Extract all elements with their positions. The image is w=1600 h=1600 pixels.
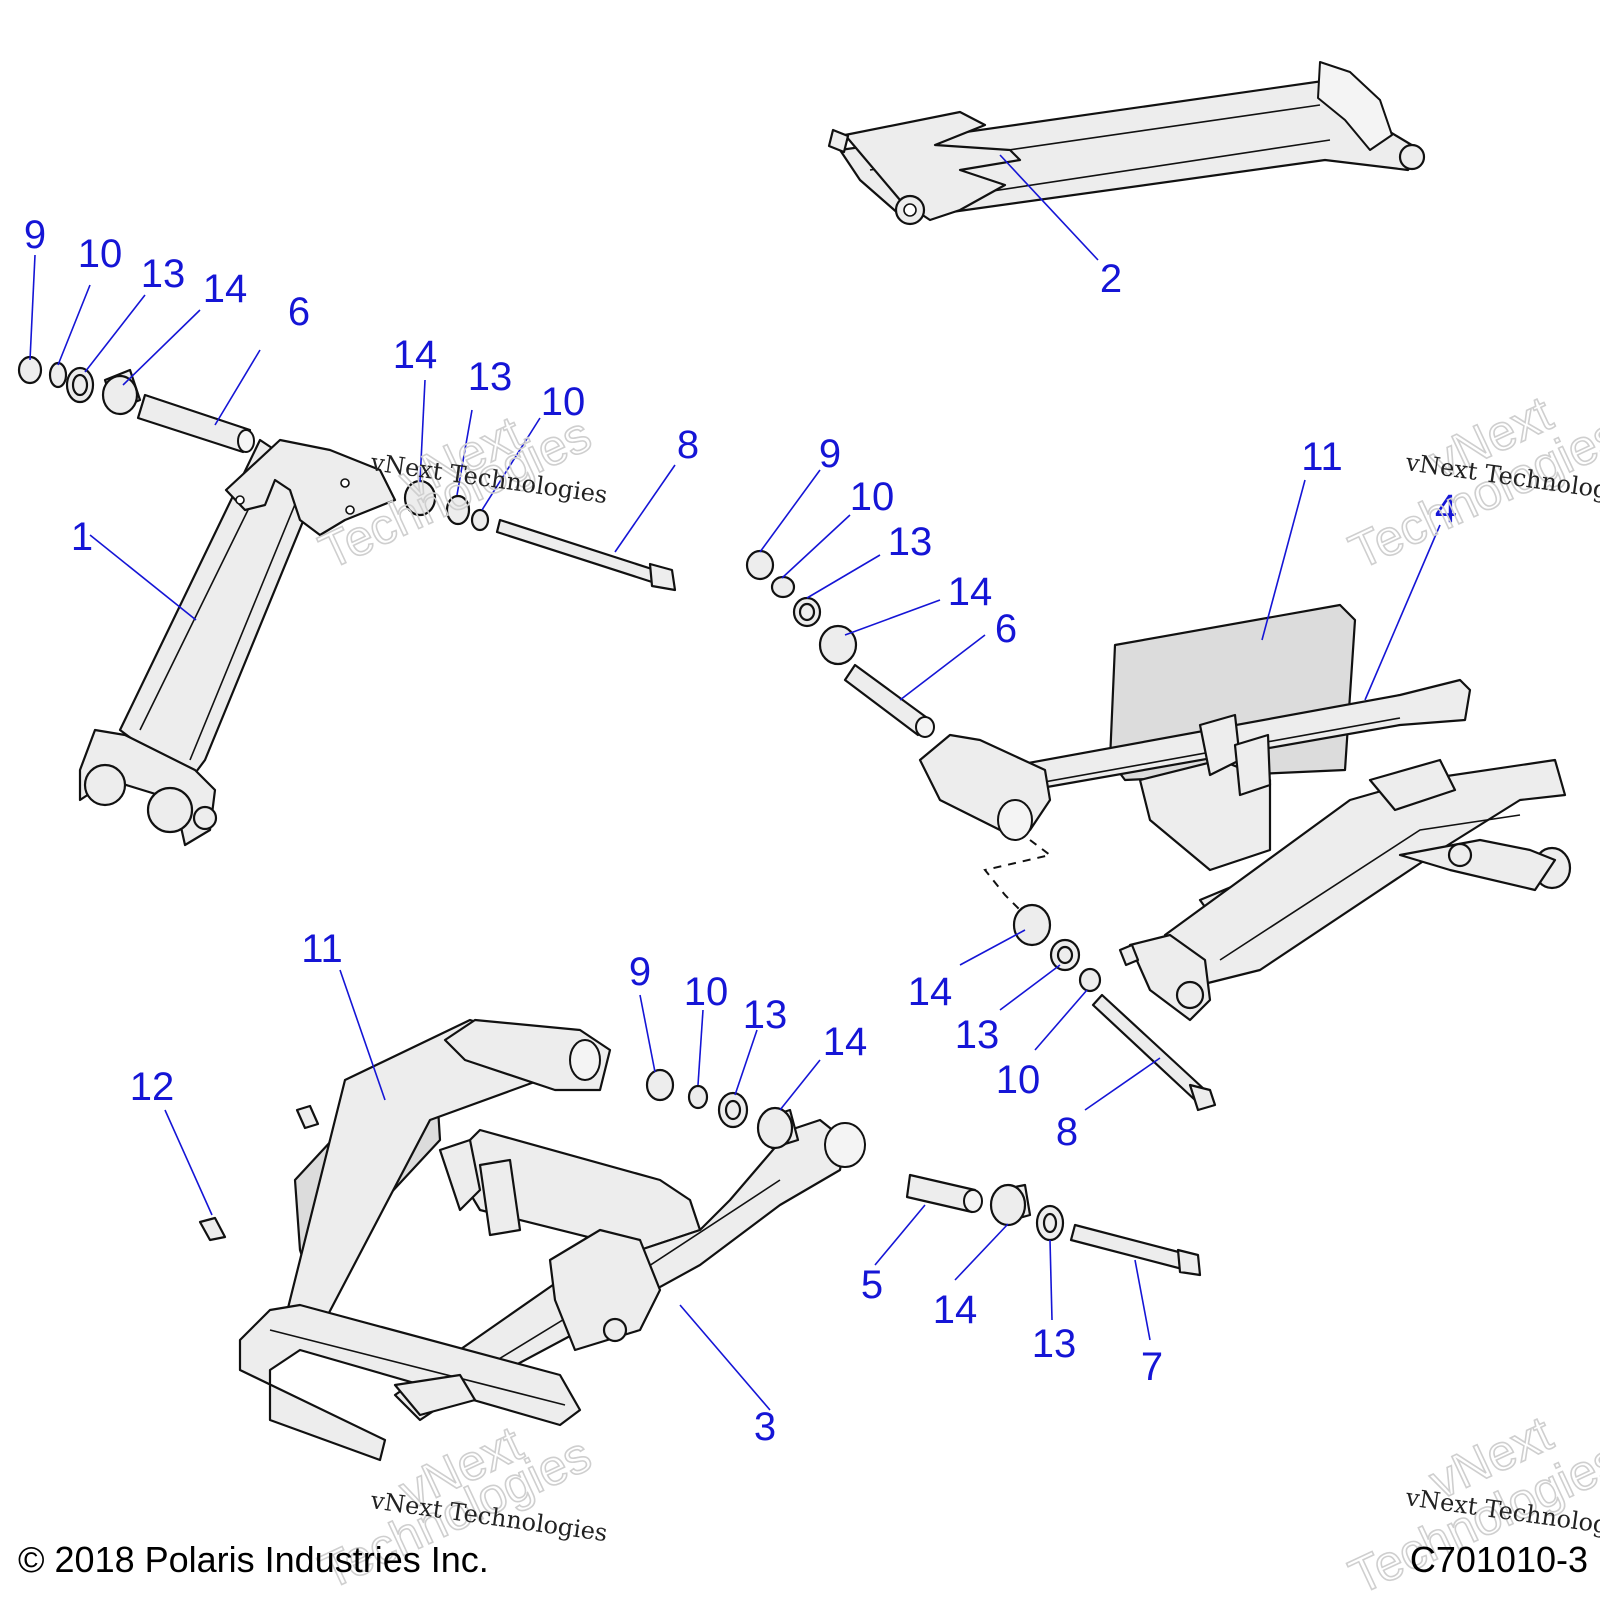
drawing-number: C701010-3 [1410,1539,1588,1580]
part-3-lower-frame [238,1018,866,1462]
callout-13: 13 [1032,1322,1077,1366]
copyright-text: © 2018 Polaris Industries Inc. [18,1539,489,1580]
part-2-upper-arm [827,61,1426,226]
callout-8: 8 [1056,1110,1078,1154]
callout-13: 13 [955,1013,1000,1057]
callout-7: 7 [1141,1345,1163,1389]
callout-1: 1 [71,515,93,559]
callout-5: 5 [861,1263,883,1307]
callout-10: 10 [541,380,586,424]
callout-10: 10 [996,1058,1041,1102]
callout-4: 4 [1435,487,1457,531]
callout-14: 14 [823,1020,868,1064]
callout-14: 14 [203,267,248,311]
callout-9: 9 [24,213,46,257]
right-upper-hardware [745,549,935,738]
left-hardware-stack [17,355,255,454]
callout-8: 8 [677,423,699,467]
part-12-fasteners [198,1104,320,1242]
callout-6: 6 [995,607,1017,651]
watermarks: vNext Technologies vNext Technologies vN… [310,384,1600,1600]
alignment-dashed-line [983,839,1053,916]
callout-14: 14 [948,570,993,614]
callout-labels: 2 1 9 10 13 14 6 14 13 10 8 9 10 13 14 6… [24,213,1457,1449]
callout-10: 10 [78,232,123,276]
callout-13: 13 [468,355,513,399]
callout-9: 9 [629,950,651,994]
callout-11: 11 [1301,435,1343,479]
callout-14: 14 [933,1288,978,1332]
part-4-right-frame [918,603,1572,1022]
callout-10: 10 [684,970,729,1014]
callout-13: 13 [743,993,788,1037]
callout-9: 9 [819,432,841,476]
callout-10: 10 [850,475,895,519]
center-top-hardware [403,479,677,592]
callout-3: 3 [754,1405,776,1449]
bottom-hardware [645,1068,1202,1277]
callout-14: 14 [908,970,953,1014]
callout-11: 11 [301,927,343,971]
part-1-left-arm [78,438,397,847]
callout-12: 12 [130,1065,175,1109]
callout-6: 6 [288,290,310,334]
leader-lines [29,154,1441,1411]
callout-13: 13 [888,520,933,564]
right-lower-hardware [1012,903,1217,1112]
callout-14: 14 [393,333,438,377]
callout-2: 2 [1100,257,1122,301]
callout-13: 13 [141,252,186,296]
